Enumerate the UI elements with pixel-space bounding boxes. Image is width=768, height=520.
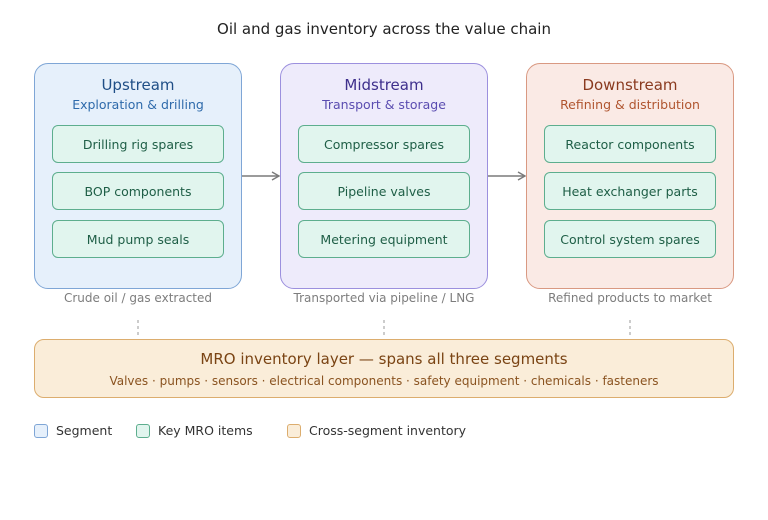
legend-swatch <box>136 423 150 438</box>
legend-item-key-mro: Key MRO items <box>136 423 253 438</box>
mro-item: Metering equipment <box>298 220 470 258</box>
mro-item: BOP components <box>52 172 224 210</box>
mro-item: Mud pump seals <box>52 220 224 258</box>
mro-layer-subtitle: Valves · pumps · sensors · electrical co… <box>109 374 659 388</box>
segment-midstream: Midstream Transport & storage Compressor… <box>280 63 488 289</box>
diagram-title: Oil and gas inventory across the value c… <box>217 20 551 38</box>
segment-subtitle: Exploration & drilling <box>72 97 204 112</box>
legend-label: Segment <box>56 423 113 438</box>
segment-subtitle: Transport & storage <box>322 97 446 112</box>
legend-item-segment: Segment <box>34 423 112 438</box>
mro-inventory-layer: MRO inventory layer — spans all three se… <box>34 339 734 398</box>
mro-item: Compressor spares <box>298 125 470 163</box>
segment-downstream: Downstream Refining & distribution React… <box>526 63 734 289</box>
legend-swatch <box>34 423 48 438</box>
mro-item: Reactor components <box>544 125 716 163</box>
mro-layer-title: MRO inventory layer — spans all three se… <box>200 350 568 368</box>
segment-upstream: Upstream Exploration & drilling Drilling… <box>34 63 242 289</box>
segment-name: Midstream <box>344 76 424 94</box>
legend-swatch <box>287 423 301 438</box>
legend-item-cross-segment: Cross-segment inventory <box>287 423 466 438</box>
segment-caption: Crude oil / gas extracted <box>63 291 213 305</box>
segment-name: Upstream <box>101 76 175 94</box>
segment-caption: Transported via pipeline / LNG <box>293 291 475 305</box>
mro-item: Drilling rig spares <box>52 125 224 163</box>
mro-item: Pipeline valves <box>298 172 470 210</box>
mro-item: Control system spares <box>544 220 716 258</box>
mro-item: Heat exchanger parts <box>544 172 716 210</box>
legend-label: Cross-segment inventory <box>309 423 467 438</box>
segment-subtitle: Refining & distribution <box>560 97 700 112</box>
legend-label: Key MRO items <box>158 423 253 438</box>
segment-caption: Refined products to market <box>548 291 712 305</box>
segment-name: Downstream <box>582 76 678 94</box>
